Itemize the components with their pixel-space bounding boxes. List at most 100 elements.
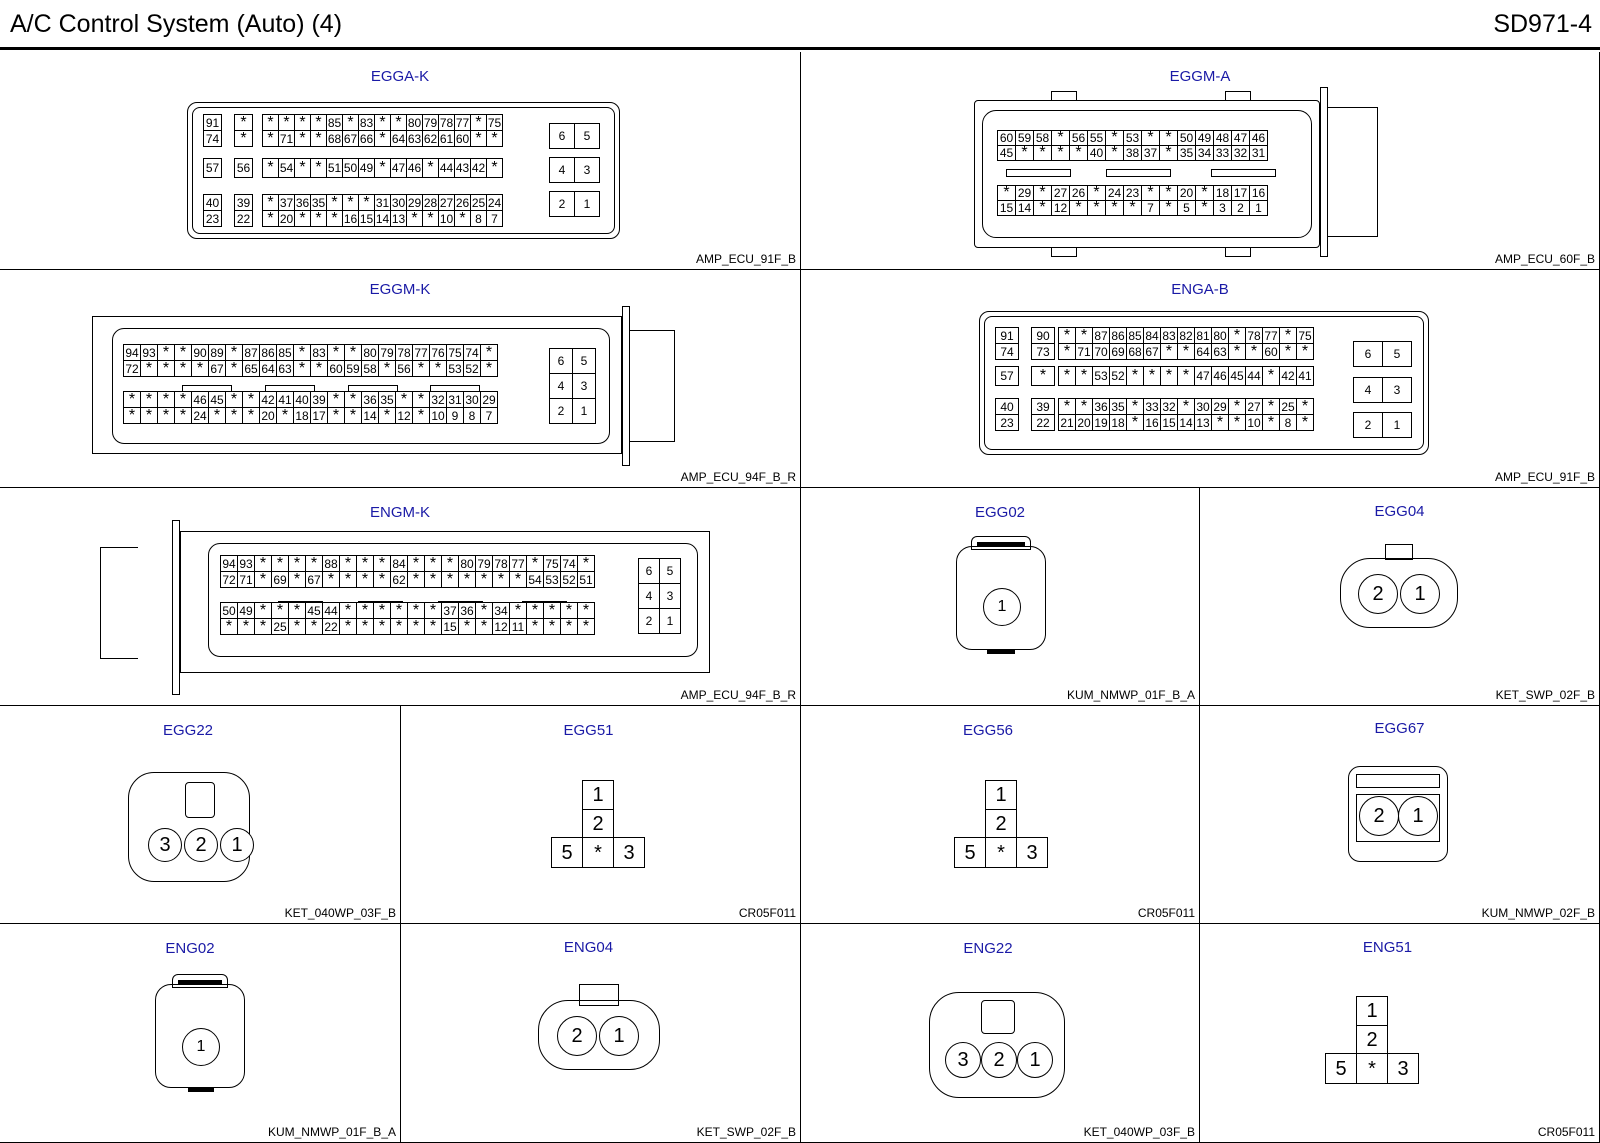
pin-blank: * [1126,366,1144,386]
pin-blank: * [1069,200,1088,216]
pin-13: 13 [390,210,407,227]
pin-blank: * [509,571,527,588]
pin-79: 79 [378,344,396,361]
connector-housing [974,100,1320,248]
pin-blank: * [310,114,327,131]
pin-74: 74 [463,344,481,361]
connector-code: CR05F011 [738,906,796,920]
pin-41: 41 [276,391,294,408]
connector-title: ENG51 [1362,939,1413,956]
pin-76: 76 [429,344,447,361]
pin-blank: * [543,602,561,619]
pin-39: 39 [310,391,328,408]
pin-3: 3 [148,828,182,862]
pin-blank: * [262,114,279,131]
pin-40: 40 [995,398,1019,415]
pin-17: 17 [1231,185,1250,201]
pin-55: 55 [1087,130,1106,146]
pin-blank: * [174,360,192,377]
panel-egg56: EGG56 1 2 5 * 3 CR05F011 [801,706,1200,924]
pin-85: 85 [1126,327,1144,344]
pin-14: 14 [1015,200,1034,216]
pin-79: 79 [475,555,493,572]
pin-blank: * [412,391,430,408]
connector-code: KUM_NMWP_01F_B_A [1066,688,1195,702]
pin-blank: * [1126,398,1144,415]
connector-housing [128,772,250,882]
pin-24: 24 [191,407,209,424]
connector-lever [100,547,138,659]
pin-2: 2 [1358,574,1398,614]
pin-3: 3 [613,837,645,868]
connector-latch [971,536,1031,550]
pin-blank: * [344,391,362,408]
pin-2: 2 [638,608,660,634]
connector-code: AMP_ECU_94F_B_R [680,470,796,484]
panel-eng04: ENG04 2 1 KET_SWP_02F_B [401,924,801,1143]
pin-82: 82 [1177,327,1195,344]
pin-66: 66 [358,130,375,147]
pin-blank: * [140,391,158,408]
pin-22: 22 [322,618,340,635]
pin-26: 26 [1069,185,1088,201]
pin-31: 31 [1249,145,1268,161]
pin-80: 80 [406,114,423,131]
pin-blank: * [407,618,425,635]
pin-blank: * [276,407,294,424]
pin-blank: * [390,602,408,619]
pin-45: 45 [1228,366,1246,386]
pin-blank: * [242,407,260,424]
pin-blank: * [1031,366,1055,386]
pin-84: 84 [390,555,408,572]
pin-3: 3 [1213,200,1232,216]
pin-blank: * [234,114,253,131]
pin-39: 39 [1031,398,1055,415]
pin-blank: * [1141,130,1160,146]
pin-blank: * [1123,200,1142,216]
pin-40: 40 [1087,145,1106,161]
latch-bar [977,542,1025,546]
panel-egg02: EGG02 1 KUM_NMWP_01F_B_A [801,488,1200,706]
pin-79: 79 [422,114,439,131]
pin-15: 15 [441,618,459,635]
pin-33: 33 [1143,398,1161,415]
pin-10: 10 [429,407,447,424]
pin-3: 3 [572,373,596,399]
pin-blank: * [288,602,306,619]
pin-51: 51 [577,571,595,588]
pin-blank: * [1262,366,1280,386]
page-header: A/C Control System (Auto) (4) SD971-4 [0,0,1600,50]
pin-1: 1 [1400,574,1440,614]
key-slot [1106,169,1171,177]
panel-eng51: ENG51 1 2 5 * 3 CR05F011 [1200,924,1600,1143]
connector-latch [1356,774,1440,788]
pin-blank: * [208,407,226,424]
pin-blank: * [543,618,561,635]
pin-88: 88 [322,555,340,572]
pin-78: 78 [1245,327,1263,344]
pin-45: 45 [208,391,226,408]
pin-80: 80 [458,555,476,572]
pin-blank: * [424,555,442,572]
pin-1: 1 [599,1016,639,1056]
pin-69: 69 [271,571,289,588]
pin-blank: * [441,571,459,588]
pin-12: 12 [395,407,413,424]
pin-blank: * [424,618,442,635]
connector-title: EGG56 [962,722,1014,739]
pin-80: 80 [1211,327,1229,344]
panel-egg04: EGG04 2 1 KET_SWP_02F_B [1200,488,1600,706]
pin-25: 25 [271,618,289,635]
pin-1: 1 [985,780,1017,810]
pin-4: 4 [638,583,660,609]
pin-90: 90 [1031,327,1055,344]
pin-52: 52 [463,360,481,377]
pin-blank: * [1177,366,1195,386]
pin-18: 18 [1109,414,1127,431]
pin-blank: * [254,571,272,588]
pin-blank: * [454,210,471,227]
pin-29: 29 [1015,185,1034,201]
pin-8: 8 [1279,414,1297,431]
pin-4: 4 [1353,377,1383,403]
